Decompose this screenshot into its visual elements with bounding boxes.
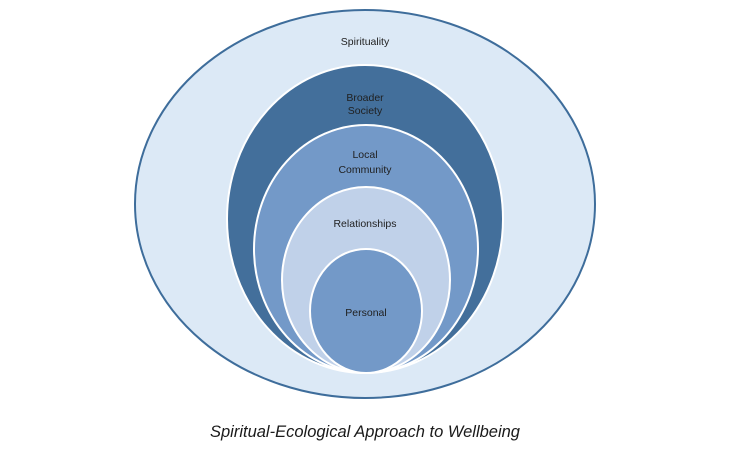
personal-label: Personal [345,307,386,319]
relationships-label: Relationships [333,218,396,230]
spirituality-label: Spirituality [341,36,390,48]
broader-society-label-line1: Broader [346,92,384,104]
personal-ellipse [309,248,423,374]
local-community-label-line2: Community [338,164,392,176]
diagram-caption: Spiritual-Ecological Approach to Wellbei… [209,423,520,441]
broader-society-label-line2: Society [348,105,383,117]
local-community-label-line1: Local [352,149,377,161]
